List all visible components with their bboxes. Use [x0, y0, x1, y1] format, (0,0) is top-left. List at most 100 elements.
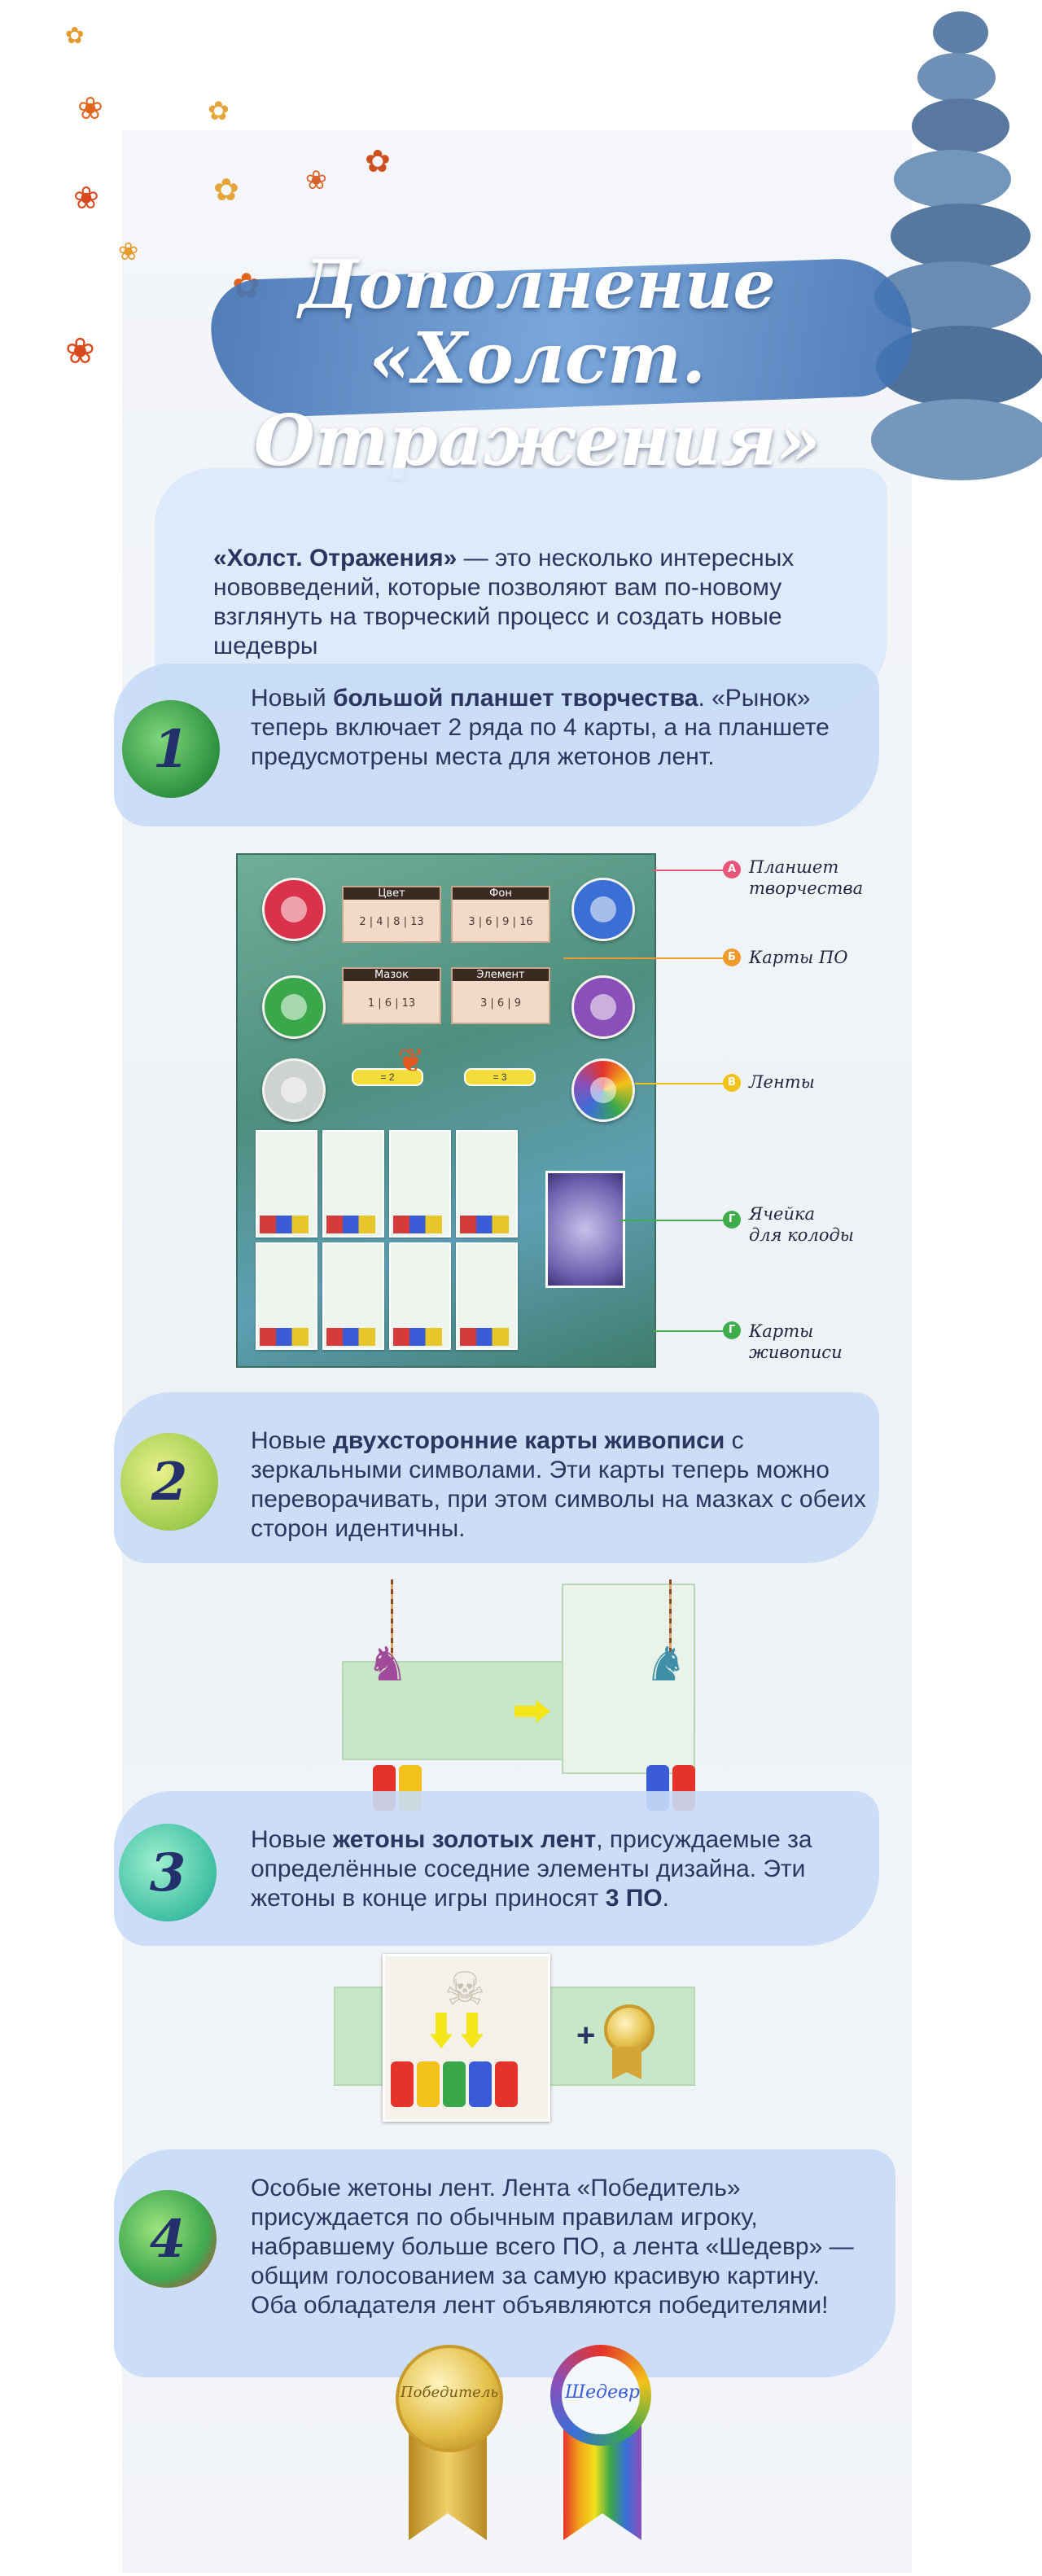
painting-card [256, 1130, 317, 1238]
brush-symbol [391, 2061, 414, 2107]
page-title: Дополнение «Холст. Отражения» [163, 236, 914, 482]
maple-leaf-icon: ❀ [65, 331, 95, 371]
vp-card: Элемент 3 | 6 | 9 [451, 967, 550, 1024]
vp-card-values: 3 | 6 | 9 [479, 997, 522, 1010]
vp-card-values: 2 | 4 | 8 | 13 [359, 916, 424, 928]
callout-dot: Б [723, 948, 741, 966]
callout-label: Карты ПО [749, 948, 848, 967]
intro-bold: «Холст. Отражения» [213, 545, 458, 572]
token-blue [571, 878, 635, 941]
section-2-pre: Новые [251, 1427, 333, 1454]
card-back-panel [562, 1584, 695, 1774]
brush-symbol [443, 2061, 466, 2107]
maple-leaf-icon: ✿ [65, 23, 85, 48]
section-1-brush-stroke [114, 664, 879, 826]
section-3-bold: жетоны золотых лент [332, 1826, 597, 1853]
vp-card-values: 1 | 6 | 13 [367, 997, 416, 1010]
section-3-brush-stroke [114, 1791, 879, 1946]
maple-leaf-icon: ✿ [208, 96, 230, 125]
token-multicolor [571, 1058, 635, 1122]
carousel-horse-icon: ♞ [366, 1638, 409, 1691]
vp-card-title: Фон [453, 887, 549, 900]
section-1-badge: 1 [122, 700, 220, 798]
section-1-text: Новый большой планшет творчества. «Рынок… [251, 684, 869, 772]
painting-card [256, 1242, 317, 1350]
section-3-pre: Новые [251, 1826, 333, 1853]
winner-medal-icon [396, 2345, 503, 2452]
painting-card [322, 1242, 384, 1350]
section-3-bold2: 3 ПО [605, 1885, 663, 1912]
painting-card [322, 1130, 384, 1238]
callout-line [563, 957, 725, 959]
callout-line [635, 1083, 725, 1084]
section-2-post: с зеркальными символами. Эти карты тепер… [251, 1427, 866, 1542]
title-line-2: «Холст. Отражения» [253, 318, 821, 482]
callout-dot: А [723, 861, 741, 878]
maple-leaf-icon: ❀ [118, 239, 139, 265]
vp-card-title: Элемент [453, 969, 549, 981]
token-green [262, 975, 326, 1039]
painting-card [389, 1242, 451, 1350]
ribbon-slot-right: = 3 [464, 1068, 536, 1086]
vp-card: Мазок 1 | 6 | 13 [342, 967, 441, 1024]
section-2-text: Новые двухсторонние карты живописи с зер… [251, 1426, 869, 1544]
section-3-badge: 3 [119, 1824, 217, 1921]
section-3-text: Новые жетоны золотых лент, присуждаемые … [251, 1825, 869, 1913]
callout-dot: В [723, 1074, 741, 1092]
creativity-board: Цвет 2 | 4 | 8 | 13 Фон 3 | 6 | 9 | 16 Маз… [236, 853, 656, 1368]
koi-fish-icon: ❦ [397, 1043, 425, 1079]
vp-card: Цвет 2 | 4 | 8 | 13 [342, 886, 441, 943]
callout-line [653, 870, 725, 871]
callout-line [653, 1330, 725, 1332]
token-purple [571, 975, 635, 1039]
token-white [262, 1058, 326, 1122]
title-line-1: Дополнение [299, 246, 776, 324]
stacked-stones-illustration [871, 11, 1042, 480]
maple-leaf-icon: ❀ [73, 182, 99, 216]
section-4-brush-stroke [114, 2149, 895, 2377]
maple-leaf-icon: ✿ [365, 145, 391, 179]
maple-leaf-icon: ✿ [213, 173, 239, 208]
section-2-badge: 2 [120, 1433, 218, 1531]
section-1-post: . «Рынок» теперь включает 2 ряда по 4 ка… [251, 685, 830, 770]
section-2-bold: двухсторонние карты живописи [332, 1427, 725, 1454]
callout-dot: Г [723, 1321, 741, 1339]
callout-dot: Г [723, 1211, 741, 1229]
rope [669, 1579, 672, 1661]
callout-line [619, 1220, 725, 1221]
masterpiece-medal-center [562, 2356, 640, 2434]
painting-card [456, 1130, 518, 1238]
vp-card-title: Цвет [344, 887, 440, 900]
maple-leaf-icon: ❀ [77, 92, 103, 126]
section-4-text: Особые жетоны лент. Лента «Победитель» п… [251, 2174, 869, 2320]
section-1-bold: большой планшет творчества [332, 685, 698, 712]
ribbon-slot-left: = 2 [352, 1068, 423, 1086]
rope [391, 1579, 393, 1661]
section-2-brush-stroke [114, 1392, 879, 1563]
deck-slot [545, 1171, 625, 1288]
vp-card-title: Мазок [344, 969, 440, 981]
painting-card [456, 1242, 518, 1350]
section-4-badge: 4 [119, 2190, 217, 2288]
plus-icon: + [576, 2017, 596, 2053]
section-1-pre: Новый [251, 685, 333, 712]
painting-card [389, 1130, 451, 1238]
intro-rest: — это несколько интересных нововведений,… [213, 545, 795, 659]
brush-symbol [495, 2061, 518, 2107]
vp-card: Фон 3 | 6 | 9 | 16 [451, 886, 550, 943]
token-red [262, 878, 326, 941]
brush-symbol [469, 2061, 492, 2107]
section-4-pre: Особые жетоны лент. Лента «Победитель» п… [251, 2175, 854, 2319]
skull-icon: ☠ [444, 1963, 486, 2014]
winner-medal-label: Победитель [400, 2384, 499, 2401]
section-3-post: , присуждаемые за определённые соседние … [251, 1826, 812, 1912]
vp-card-values: 3 | 6 | 9 | 16 [468, 916, 533, 928]
callout-label: Ленты [749, 1072, 815, 1092]
intro-text: «Холст. Отражения» — это несколько интер… [213, 544, 865, 661]
masterpiece-medal-label: Шедевр [565, 2382, 640, 2403]
carousel-horse-icon: ♞ [645, 1638, 687, 1691]
section-3-post2: . [662, 1885, 669, 1912]
